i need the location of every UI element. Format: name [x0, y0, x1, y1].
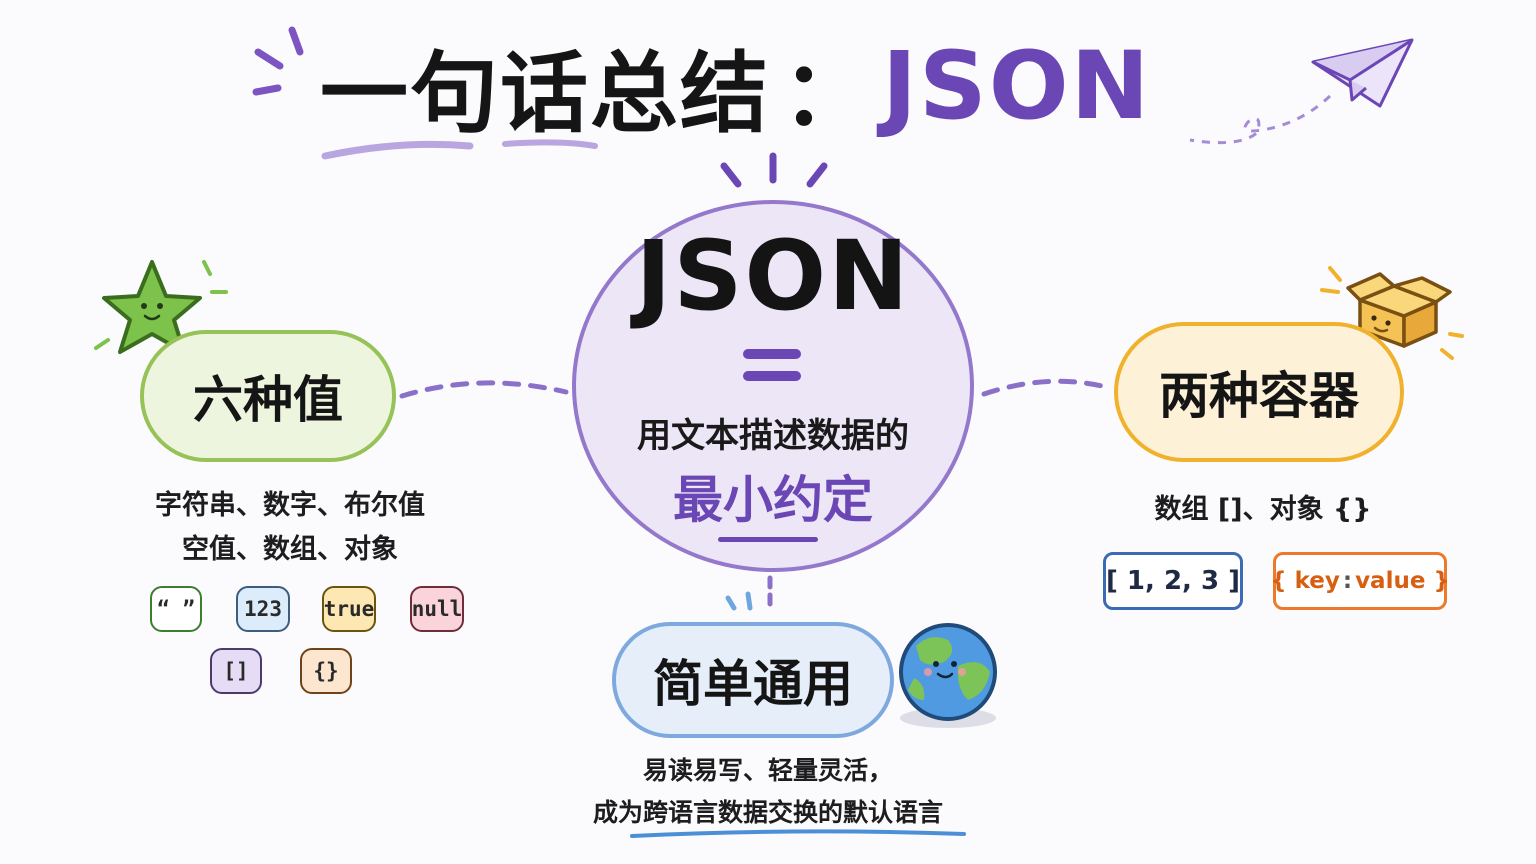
center-highlight: 最小约定	[673, 471, 873, 529]
node-two-containers-description: 数组 []、对象 {}	[1154, 494, 1372, 525]
title-underline-2	[502, 139, 598, 149]
bottom-spark-icon	[725, 591, 753, 611]
title-spark-icon	[252, 26, 304, 96]
object-key: key	[1294, 568, 1340, 594]
object-value: value	[1355, 568, 1426, 594]
chip-boolean: true	[322, 586, 376, 632]
center-title: JSON	[635, 220, 911, 332]
title-colon: ：	[782, 41, 871, 145]
globe-mascot-icon	[899, 623, 997, 728]
values-desc-line-1: 字符串、数字、布尔值	[155, 490, 425, 521]
title-underline	[321, 140, 474, 160]
simple-desc-line-1: 易读易写、轻量灵活，	[642, 756, 893, 785]
connector-left	[399, 380, 569, 399]
object-open-brace: {	[1270, 568, 1287, 594]
object-example-box: { key : value }	[1270, 552, 1450, 610]
node-six-values-description: 字符串、数字、布尔值 空值、数组、对象	[120, 484, 460, 572]
star-mascot-icon	[94, 260, 228, 354]
chip-number: 123	[236, 586, 290, 632]
center-bubble	[572, 200, 974, 572]
connector-right	[981, 378, 1113, 397]
center-highlight-underline	[718, 537, 818, 542]
array-example-box: [ 1, 2, 3 ]	[1103, 552, 1243, 610]
chip-object: {}	[300, 648, 352, 694]
chip-array: []	[210, 648, 262, 694]
node-simple-universal-description: 易读易写、轻量灵活， 成为跨语言数据交换的默认语言	[540, 750, 996, 834]
node-simple-universal: 简单通用	[612, 622, 894, 738]
title-main-text: 一句话总结	[320, 41, 771, 145]
chip-string: “ ”	[150, 586, 202, 632]
bottom-underline	[630, 829, 966, 838]
box-mascot-icon	[1320, 266, 1464, 360]
node-six-values: 六种值	[140, 330, 396, 462]
values-desc-line-2: 空值、数组、对象	[182, 534, 398, 565]
node-two-containers: 两种容器	[1114, 322, 1404, 462]
center-spark-icon	[720, 152, 828, 188]
chip-null: null	[410, 586, 464, 632]
page-title: 一句话总结 ： JSON	[320, 26, 1151, 146]
simple-desc-line-2: 成为跨语言数据交换的默认语言	[592, 798, 943, 827]
center-description: 用文本描述数据的	[637, 416, 909, 456]
paper-plane-icon	[1311, 38, 1414, 108]
object-close-brace: }	[1433, 568, 1450, 594]
paper-plane-trail	[1189, 94, 1332, 145]
equals-icon	[743, 349, 803, 383]
title-accent-text: JSON	[882, 31, 1152, 141]
object-separator: :	[1342, 568, 1353, 594]
